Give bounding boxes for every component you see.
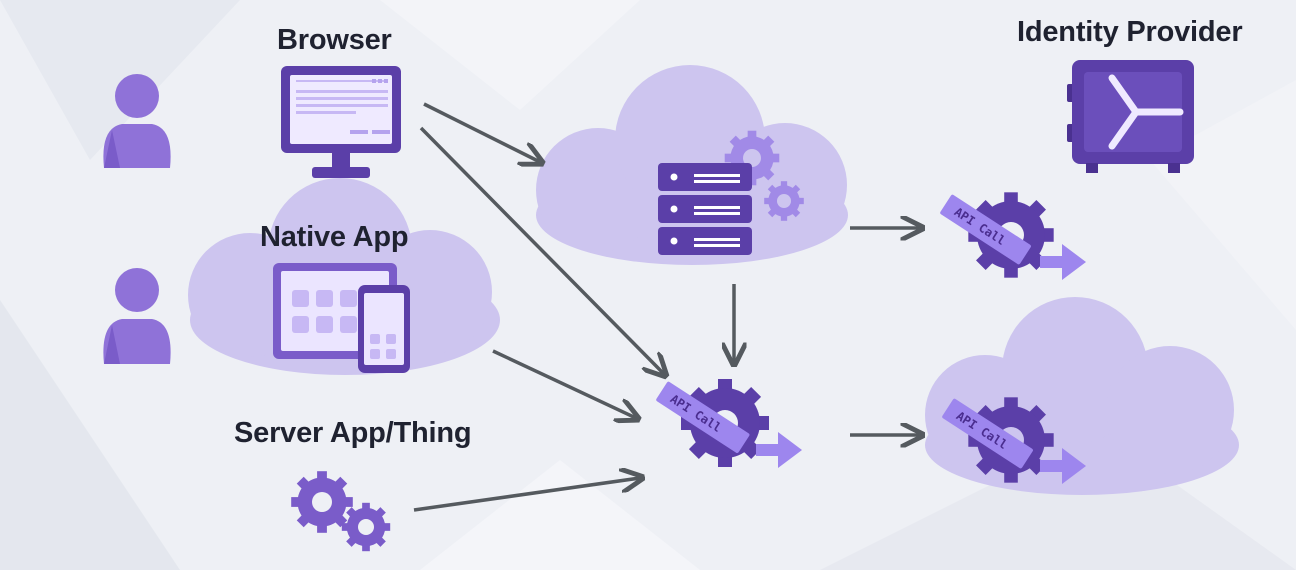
user-icon [103, 268, 171, 364]
identity-provider-label: Identity Provider [1017, 16, 1243, 48]
native-app-label: Native App [260, 221, 409, 253]
gear-icon [291, 471, 353, 533]
safe-icon [1067, 60, 1194, 173]
arrow-serverapp-to-api [413, 478, 640, 512]
gear-icon [341, 502, 391, 552]
browser-label: Browser [277, 24, 392, 56]
server-app-label: Server App/Thing [234, 417, 472, 449]
monitor-icon [281, 66, 401, 178]
api-gear-icon: API Call [942, 397, 1086, 484]
api-gear-icon: API Call [940, 192, 1086, 280]
gear-icon [764, 181, 804, 221]
user-icon [103, 74, 171, 168]
arrow-browser-to-server [423, 102, 540, 162]
arrow-native-to-api [492, 349, 636, 418]
server-rack-icon [658, 163, 752, 255]
phone-icon [358, 285, 410, 373]
api-gear-icon: API Call [656, 379, 802, 468]
arrow-browser-to-api [419, 126, 664, 374]
flow-arrows [413, 102, 920, 512]
gear-icon [724, 130, 780, 186]
